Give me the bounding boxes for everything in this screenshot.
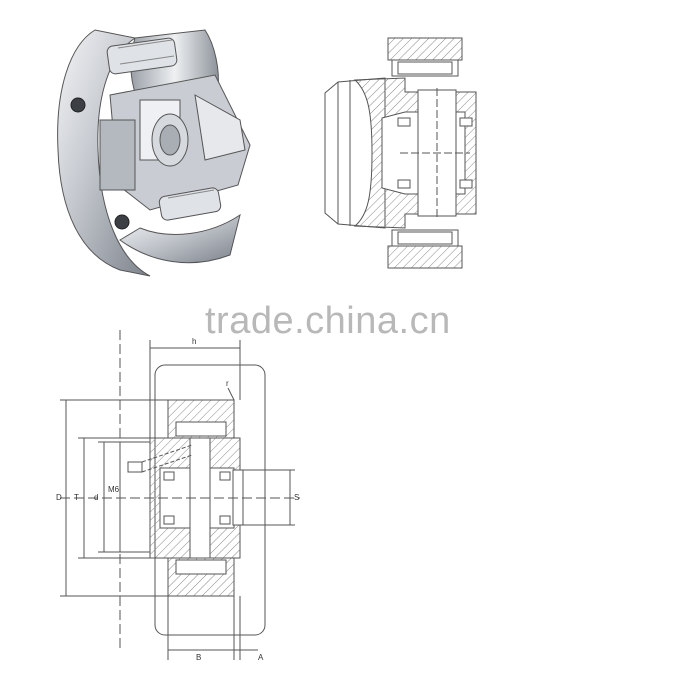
watermark-text: trade.china.cn <box>205 300 451 342</box>
label-S: S <box>294 493 299 502</box>
bearing-dimension-drawing <box>60 330 300 660</box>
label-h: h <box>192 337 196 346</box>
label-M6: M6 <box>108 485 120 494</box>
bearing-3d-cutaway <box>57 29 251 277</box>
label-r: r <box>226 379 229 388</box>
label-D: D <box>56 493 62 502</box>
dimension-labels: h r D T d M6 S B A <box>56 337 299 662</box>
bearing-section-drawing <box>324 37 477 269</box>
label-B: B <box>196 653 201 662</box>
label-T: T <box>74 493 79 502</box>
label-A: A <box>258 653 264 662</box>
label-d: d <box>94 493 98 502</box>
